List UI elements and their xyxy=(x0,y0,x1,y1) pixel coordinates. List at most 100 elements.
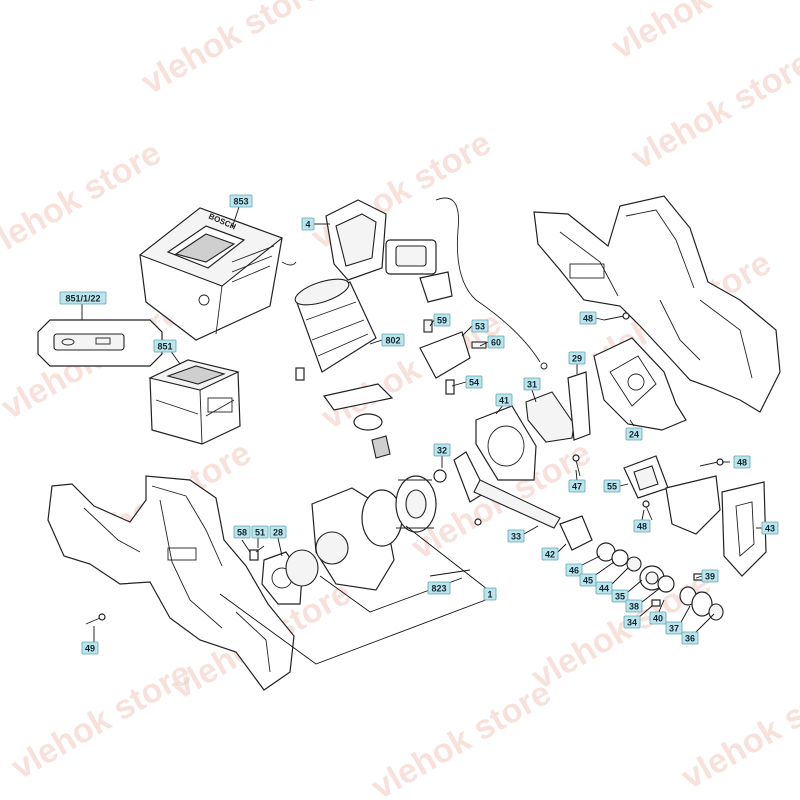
watermark-12: vlehok store xyxy=(525,564,717,697)
svg-text:31: 31 xyxy=(527,380,537,390)
callout-59: 59 xyxy=(433,313,451,327)
callout-38: 38 xyxy=(625,599,643,613)
svg-text:58: 58 xyxy=(237,528,247,538)
switch-module xyxy=(325,197,548,370)
svg-text:33: 33 xyxy=(511,532,521,542)
housing-right-half xyxy=(533,195,781,413)
svg-text:851: 851 xyxy=(157,342,172,352)
callout-40: 40 xyxy=(649,611,667,625)
watermark-3: vlehok store xyxy=(0,134,167,267)
shoe-parts xyxy=(623,455,767,577)
gear-housing-plate xyxy=(593,337,687,431)
callout-802: 802 xyxy=(381,333,405,347)
battery-pack xyxy=(148,359,241,445)
svg-text:48: 48 xyxy=(737,458,747,468)
callout-39: 39 xyxy=(701,569,719,583)
housing-left-half xyxy=(47,475,295,691)
callout-32: 32 xyxy=(433,443,451,457)
callout-24: 24 xyxy=(625,427,643,441)
callout-853: 853 xyxy=(229,194,253,208)
svg-text:39: 39 xyxy=(705,572,715,582)
leader-lines xyxy=(81,203,762,644)
callout-48-top: 48 xyxy=(579,311,597,325)
svg-text:48: 48 xyxy=(583,314,593,324)
svg-text:36: 36 xyxy=(685,634,695,644)
callout-46: 46 xyxy=(565,563,583,577)
plunger-assembly xyxy=(433,451,561,529)
callout-47: 47 xyxy=(568,479,586,493)
svg-text:47: 47 xyxy=(572,482,582,492)
trigger-parts xyxy=(419,319,487,395)
callout-33: 33 xyxy=(507,529,525,543)
watermark-15: vlehok store xyxy=(675,664,800,797)
callout-42: 42 xyxy=(541,547,559,561)
callout-4: 4 xyxy=(301,217,315,231)
watermark-14: vlehok store xyxy=(365,674,557,800)
svg-text:54: 54 xyxy=(469,378,479,388)
callout-851: 851 xyxy=(153,339,177,353)
callout-43: 43 xyxy=(761,521,779,535)
callout-51: 51 xyxy=(251,525,269,539)
svg-text:59: 59 xyxy=(437,316,447,326)
battery-label-detail xyxy=(37,319,163,367)
svg-text:53: 53 xyxy=(475,322,485,332)
callout-44: 44 xyxy=(595,581,613,595)
gasket-plate-41 xyxy=(475,405,537,481)
svg-text:42: 42 xyxy=(545,550,555,560)
callout-labels: 853 851/1/22 851 4 802 59 53 60 54 29 31… xyxy=(59,194,779,655)
svg-text:853: 853 xyxy=(233,197,248,207)
svg-text:40: 40 xyxy=(653,614,663,624)
gear-set xyxy=(311,475,437,591)
svg-text:41: 41 xyxy=(499,396,509,406)
svg-text:802: 802 xyxy=(385,336,400,346)
callout-45: 45 xyxy=(579,573,597,587)
callout-41: 41 xyxy=(495,393,513,407)
callout-29: 29 xyxy=(568,351,586,365)
callout-48-mid: 48 xyxy=(633,519,651,533)
svg-text:46: 46 xyxy=(569,566,579,576)
callout-49: 49 xyxy=(81,641,99,655)
svg-text:48: 48 xyxy=(637,522,647,532)
svg-text:44: 44 xyxy=(599,584,609,594)
callout-823: 823 xyxy=(427,581,451,595)
svg-text:49: 49 xyxy=(85,644,95,654)
callout-851-1-22: 851/1/22 xyxy=(59,291,107,305)
svg-text:51: 51 xyxy=(255,528,265,538)
watermark-1: vlehok store xyxy=(135,0,327,102)
callout-1: 1 xyxy=(483,587,497,601)
callout-58: 58 xyxy=(233,525,251,539)
callout-60: 60 xyxy=(487,335,505,349)
front-gasket xyxy=(249,549,319,605)
watermark-5: vlehok store xyxy=(625,44,800,177)
watermark-2: vlehok store xyxy=(605,0,797,67)
gasket-plate-31 xyxy=(525,391,575,443)
svg-text:60: 60 xyxy=(491,338,501,348)
battery-charger: BOSCH xyxy=(138,207,297,341)
screws xyxy=(85,312,724,625)
callout-37: 37 xyxy=(665,621,683,635)
watermark-13: vlehok store xyxy=(5,654,197,787)
callout-54: 54 xyxy=(465,375,483,389)
callout-53: 53 xyxy=(471,319,489,333)
blade-clamp-parts xyxy=(559,515,724,621)
callout-36: 36 xyxy=(681,631,699,645)
callout-35: 35 xyxy=(611,589,629,603)
svg-text:1: 1 xyxy=(487,590,492,600)
svg-text:32: 32 xyxy=(437,446,447,456)
motor xyxy=(294,278,394,459)
svg-text:24: 24 xyxy=(629,430,639,440)
svg-text:4: 4 xyxy=(305,220,310,230)
svg-text:55: 55 xyxy=(607,482,617,492)
svg-text:37: 37 xyxy=(669,624,679,634)
callout-28: 28 xyxy=(269,525,287,539)
callout-48-right: 48 xyxy=(733,455,751,469)
svg-text:35: 35 xyxy=(615,592,625,602)
svg-text:29: 29 xyxy=(572,354,582,364)
bracket-29 xyxy=(567,371,591,441)
svg-text:38: 38 xyxy=(629,602,639,612)
callout-34: 34 xyxy=(623,615,641,629)
svg-text:43: 43 xyxy=(765,524,775,534)
svg-text:28: 28 xyxy=(273,528,283,538)
